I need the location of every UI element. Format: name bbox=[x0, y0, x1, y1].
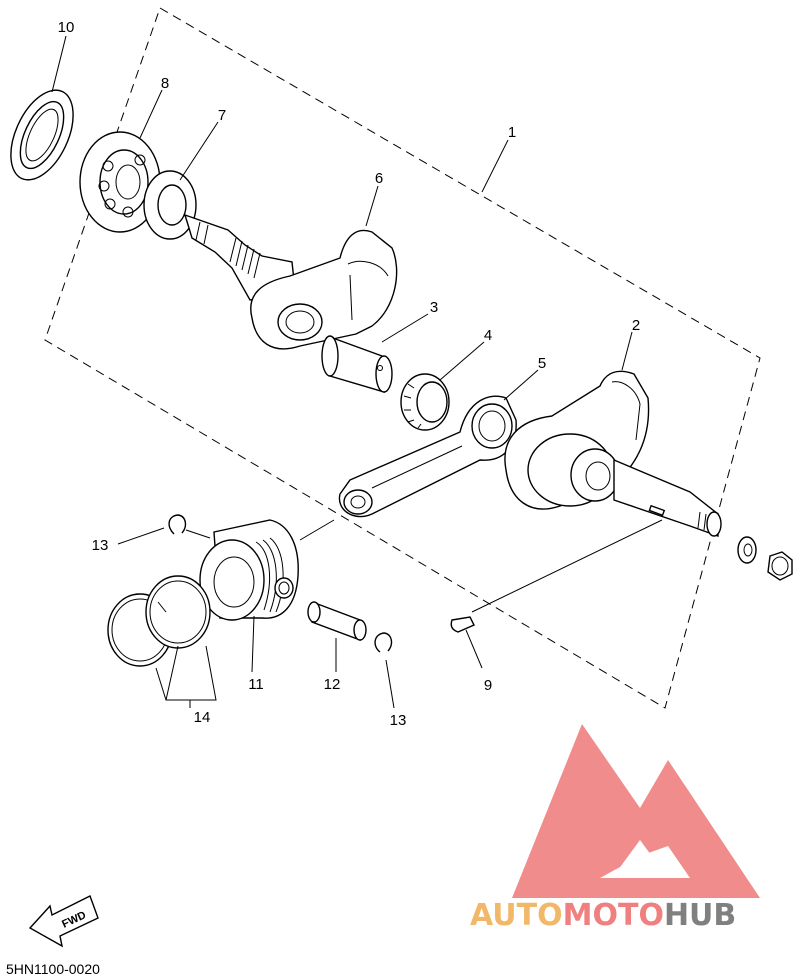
piston-rings bbox=[107, 575, 211, 667]
shaft-washer bbox=[737, 536, 757, 564]
crankshaft-right bbox=[504, 370, 722, 537]
drawing-code: 5HN1100-0020 bbox=[6, 961, 100, 977]
crank-washer bbox=[143, 170, 197, 240]
shaft-nut bbox=[767, 551, 793, 581]
callout-9: 9 bbox=[484, 677, 492, 694]
needle-bearing bbox=[400, 373, 450, 431]
callout-1: 1 bbox=[508, 124, 516, 141]
crank-pin bbox=[321, 335, 393, 393]
callout-14: 14 bbox=[194, 709, 211, 726]
callout-6: 6 bbox=[375, 170, 383, 187]
callout-8: 8 bbox=[161, 75, 169, 92]
piston bbox=[199, 519, 299, 621]
fwd-arrow-icon: FWD bbox=[28, 895, 99, 948]
connecting-rod bbox=[338, 395, 517, 518]
watermark-hub: HUB bbox=[664, 898, 736, 933]
callout-13-lower: 13 bbox=[390, 712, 407, 729]
circlip-lower bbox=[374, 632, 393, 653]
callout-2: 2 bbox=[632, 317, 640, 334]
watermark-text: AUTOMOTOHUB bbox=[470, 898, 736, 933]
woodruff-key bbox=[450, 616, 475, 633]
leader-lines bbox=[51, 35, 663, 709]
watermark-auto: AUTO bbox=[470, 898, 563, 933]
callout-7: 7 bbox=[218, 107, 226, 124]
circlip-upper bbox=[168, 514, 187, 535]
callout-10: 10 bbox=[58, 19, 75, 36]
watermark-triangle-icon bbox=[512, 724, 760, 898]
assembly-boundary bbox=[44, 7, 761, 709]
callout-5: 5 bbox=[538, 355, 546, 372]
callout-3: 3 bbox=[430, 299, 438, 316]
main-bearing bbox=[79, 131, 161, 233]
callout-11: 11 bbox=[248, 676, 264, 693]
callout-13-upper: 13 bbox=[92, 537, 109, 554]
crankshaft-left bbox=[183, 213, 398, 350]
callout-4: 4 bbox=[484, 327, 492, 344]
piston-pin bbox=[307, 601, 367, 642]
callout-12: 12 bbox=[324, 676, 341, 693]
callout-labels: 1 2 3 4 5 6 7 8 9 10 11 12 13 13 14 bbox=[58, 19, 641, 729]
watermark-moto: MOTO bbox=[563, 898, 664, 933]
oil-seal bbox=[10, 89, 74, 181]
watermark-logo bbox=[512, 724, 760, 898]
